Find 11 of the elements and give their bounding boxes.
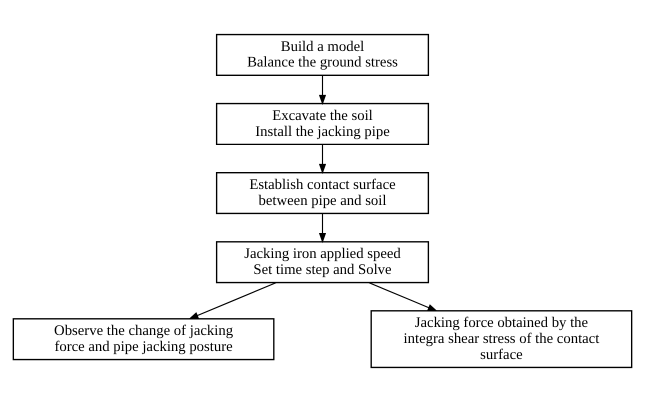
arrow (318, 214, 326, 244)
node-box: Jacking iron applied speed Set time step and Solve (216, 241, 430, 284)
node-box: Excavate the soil Install the jacking pipe (216, 102, 430, 146)
arrow (188, 282, 276, 320)
arrow (318, 144, 326, 174)
arrow (318, 75, 326, 106)
node-box: Jacking force obtained by the integra shear stress of the contact surface (370, 310, 632, 368)
arrow (368, 282, 438, 312)
node-box: Observe the change of jacking force and pipe jacking posture (12, 318, 274, 360)
node-box: Establish contact surface between pipe and soil (216, 172, 430, 214)
node-box: Build a model Balance the ground stress (216, 34, 430, 76)
